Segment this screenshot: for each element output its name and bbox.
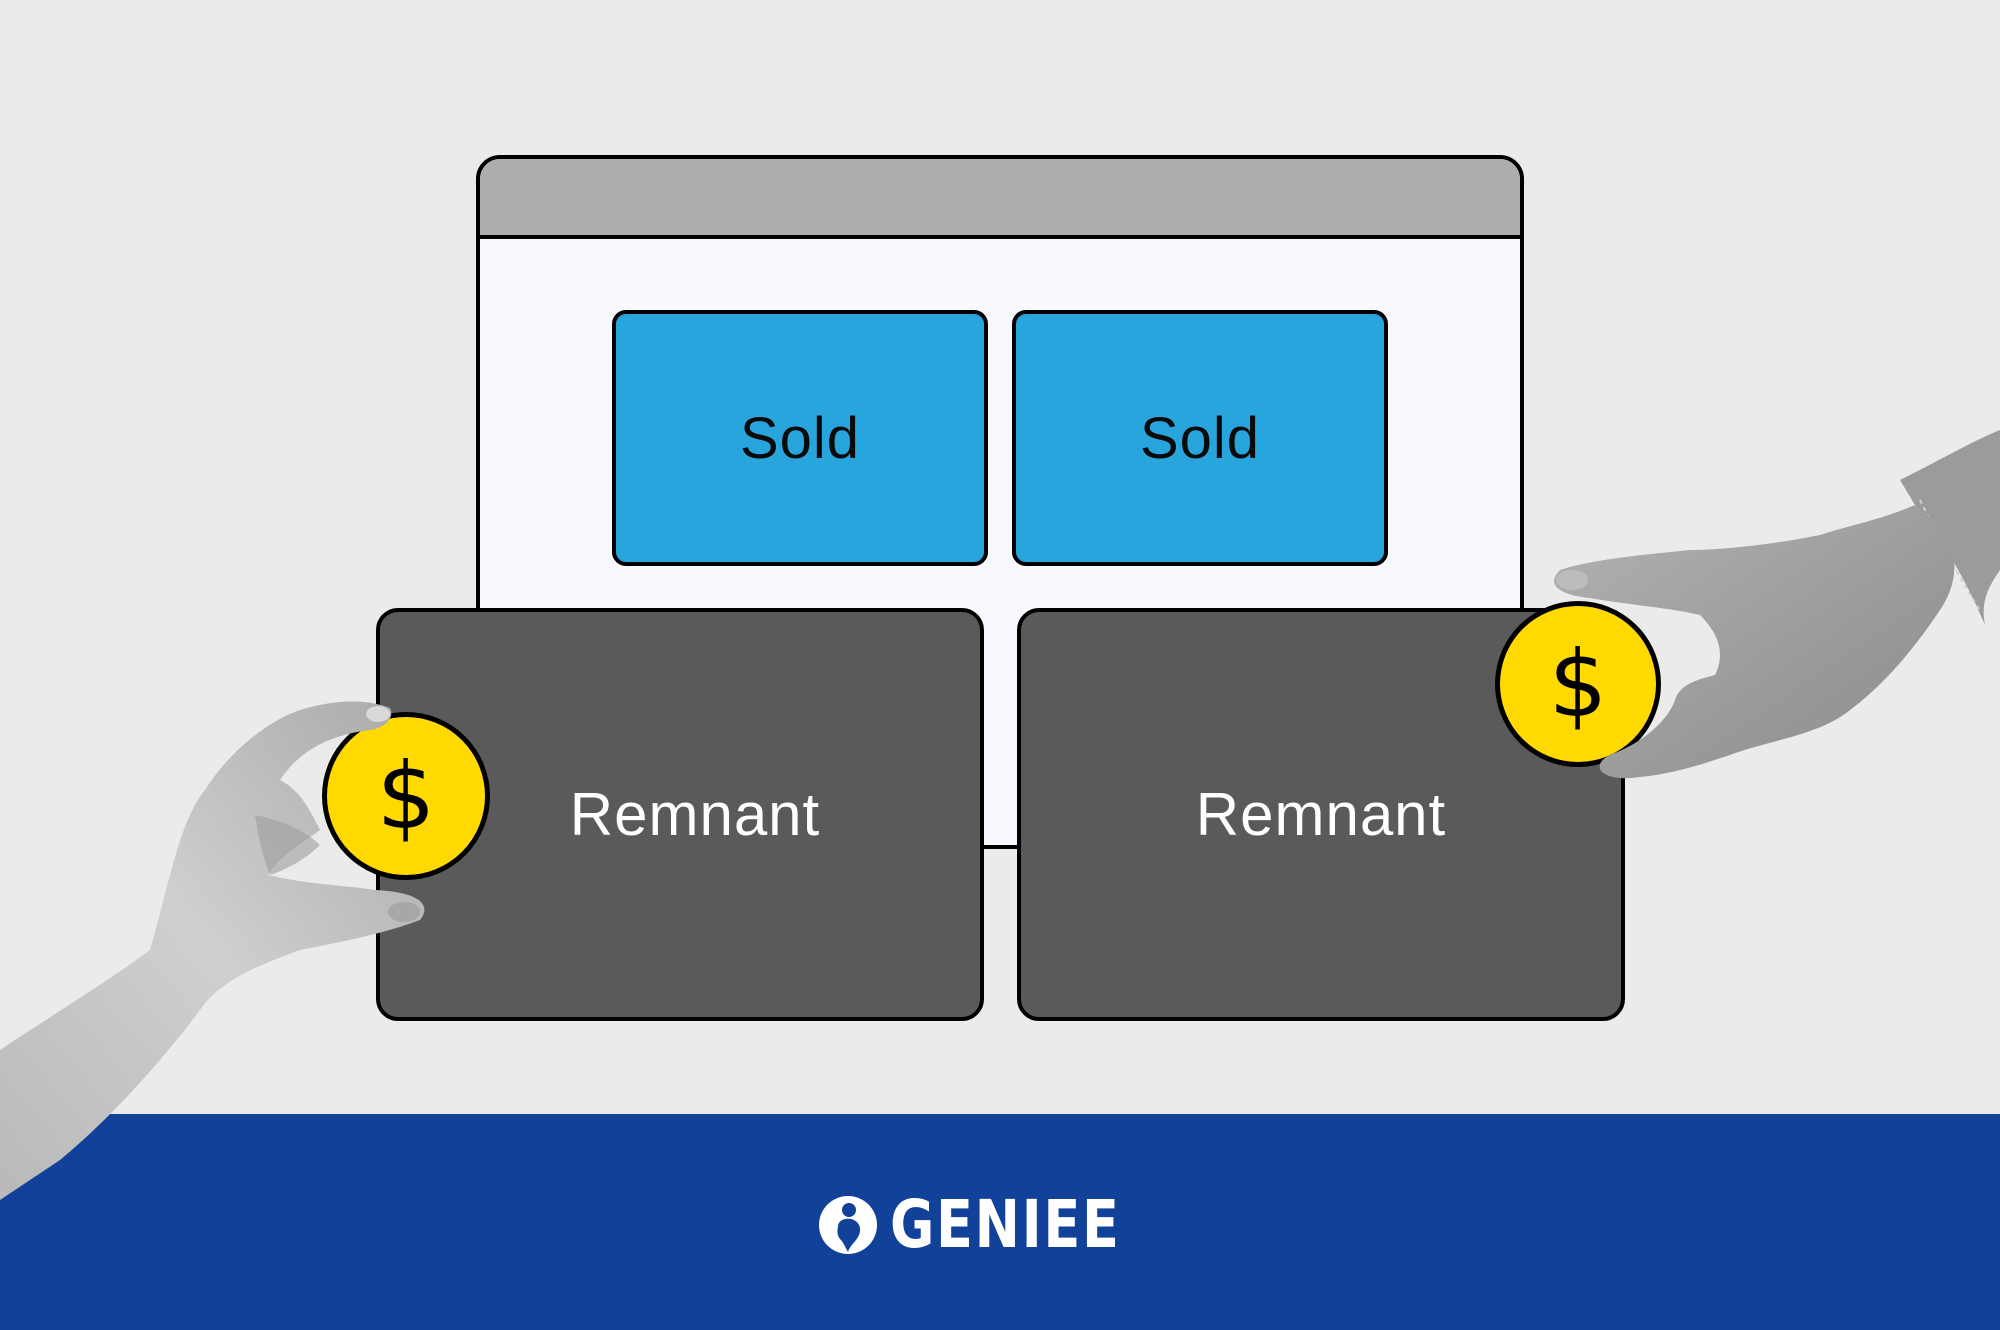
remnant-slot-label: Remnant xyxy=(569,781,821,848)
sold-ad-slot: Sold xyxy=(612,310,988,566)
left-hand-holding-coin-icon xyxy=(0,701,425,1200)
browser-titlebar xyxy=(480,159,1520,239)
logo-wordmark: GENIEE xyxy=(890,1186,1121,1263)
geniee-person-icon xyxy=(819,1196,878,1254)
remnant-ad-slot: Remnant xyxy=(376,608,984,1021)
dollar-coin-icon: $ xyxy=(322,712,490,880)
sold-slot-label: Sold xyxy=(739,405,861,471)
remnant-slot-label: Remnant xyxy=(1195,781,1447,848)
dollar-symbol: $ xyxy=(376,742,436,850)
sold-slot-label: Sold xyxy=(1139,405,1261,471)
remnant-ad-slot: Remnant xyxy=(1017,608,1625,1021)
dollar-coin-icon: $ xyxy=(1495,601,1661,767)
sold-ad-slot: Sold xyxy=(1012,310,1388,566)
right-hand-holding-coin-icon xyxy=(1554,430,2000,779)
geniee-logo: GENIEE xyxy=(818,1192,1171,1258)
brand-footer: GENIEE xyxy=(0,1114,2000,1330)
dollar-symbol: $ xyxy=(1548,630,1608,738)
